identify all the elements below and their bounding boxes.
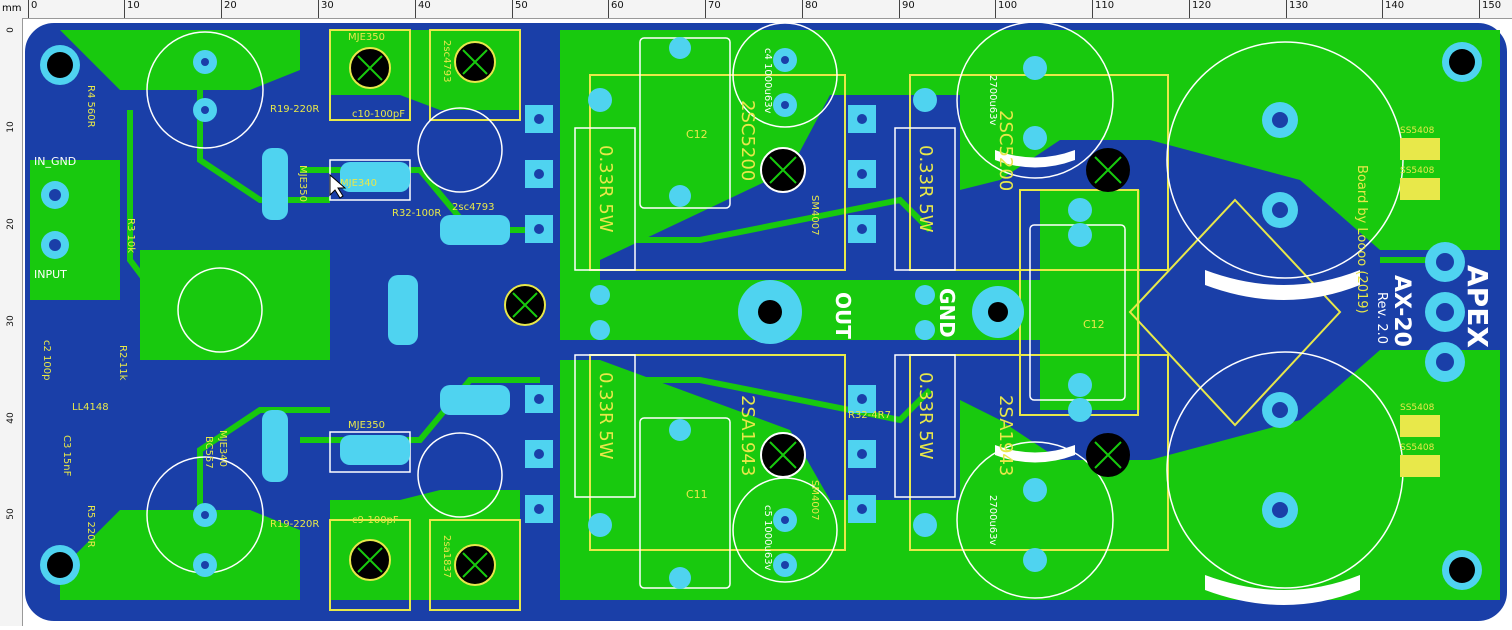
model-label: AX-20: [1389, 275, 1414, 347]
ruler-tick: 140: [1382, 0, 1404, 18]
transistor-label: 2SC5200: [995, 110, 1016, 191]
out-terminal-label: OUT: [831, 292, 855, 339]
resistor-label: R2-11k: [117, 345, 128, 381]
transistor-label: 2SA1943: [995, 395, 1016, 476]
ruler-tick: 10: [124, 0, 140, 18]
ruler-tick: 60: [608, 0, 624, 18]
resistor-label: 0.33R 5W: [595, 145, 616, 233]
brand-label: APEX: [1461, 265, 1494, 348]
gnd-terminal-label: GND: [935, 288, 959, 338]
top-ruler: mm 0 10 20 30 40 50 60 70 80 90 100 110 …: [0, 0, 1512, 19]
left-ruler: 0 10 20 30 40 50: [0, 18, 23, 626]
capacitor-label: c9-100pF: [352, 515, 399, 526]
ruler-tick: 70: [705, 0, 721, 18]
transistor-label: 2sa1837: [441, 535, 452, 578]
in-gnd-label: IN_GND: [34, 155, 76, 168]
transistor-label: 2SC5200: [737, 100, 758, 181]
ruler-tick: 130: [1286, 0, 1308, 18]
ruler-unit-label: mm: [2, 3, 22, 14]
diode-label: SS5408: [1400, 166, 1435, 176]
capacitor-label: 2700u63v: [987, 495, 998, 546]
ruler-tick: 30: [318, 0, 334, 18]
resistor-label: R32-100R: [392, 208, 441, 219]
transistor-label: MJE350: [348, 32, 385, 43]
resistor-label: R32-4R7: [848, 410, 891, 421]
resistor-label: R5 220R: [85, 505, 96, 548]
ruler-tick: 10: [6, 121, 16, 133]
ruler-tick: 150: [1479, 0, 1501, 18]
credit-label: Board by Loooo (2019): [1354, 165, 1369, 314]
mouse-cursor-icon: [329, 173, 347, 199]
ruler-tick: 0: [6, 27, 16, 33]
capacitor-label: c4 1000u63v: [762, 48, 773, 114]
input-label: INPUT: [34, 268, 67, 281]
resistor-label: R4 560R: [85, 85, 96, 128]
diode-label: SS5408: [1400, 126, 1435, 136]
ruler-tick: 0: [28, 0, 37, 18]
ruler-tick: 50: [6, 508, 16, 520]
ruler-tick: 40: [6, 412, 16, 424]
ruler-tick: 20: [221, 0, 237, 18]
transistor-pad-holes: [534, 114, 867, 514]
transistor-label: MJE350: [297, 165, 308, 202]
ruler-tick: 50: [512, 0, 528, 18]
resistor-label: R3 10k: [125, 218, 136, 253]
ruler-tick: 30: [6, 315, 16, 327]
diode-label: SM4007: [809, 480, 820, 520]
transistor-label: 2SA1943: [737, 395, 758, 476]
pcb-board-view[interactable]: APEX AX-20 Rev. 2.0 OUT GND IN_GND INPUT…: [22, 18, 1512, 626]
capacitor-value-labels: 2700u63v 2700u63v c4 1000u63v c5 1000u63…: [762, 48, 998, 571]
transistor-label: BC557: [203, 436, 214, 469]
ruler-tick: 120: [1189, 0, 1211, 18]
silkscreen-labels: Board by Loooo (2019) 0.33R 5W 0.33R 5W …: [41, 32, 1435, 578]
capacitor-label: 2700u63v: [987, 75, 998, 126]
capacitor-label: c10-100pF: [352, 109, 405, 120]
ruler-tick: 20: [6, 218, 16, 230]
cap-polarity-marks: [995, 150, 1360, 605]
heatsink-holes: [349, 41, 1130, 586]
capacitor-label: C12: [686, 128, 708, 141]
resistor-label: 0.33R 5W: [595, 372, 616, 460]
ruler-tick: 90: [899, 0, 915, 18]
transistor-label: 2sc4793: [452, 202, 495, 213]
resistor-label: R19-220R: [270, 104, 319, 115]
diode-label: LL4148: [72, 402, 109, 413]
component-outlines: [146, 21, 1404, 599]
transistor-label: MJE350: [348, 420, 385, 431]
diode-label: SM4007: [809, 195, 820, 235]
smd-diodes: [1400, 138, 1440, 477]
board-labels: APEX AX-20 Rev. 2.0 OUT GND IN_GND INPUT: [34, 155, 1494, 348]
diode-label: SS5408: [1400, 443, 1435, 453]
pcb-layout-canvas[interactable]: APEX AX-20 Rev. 2.0 OUT GND IN_GND INPUT…: [22, 18, 1512, 626]
ruler-tick: 80: [802, 0, 818, 18]
diode-label: SS5408: [1400, 403, 1435, 413]
component-pads: [41, 37, 1465, 589]
capacitor-label: C11: [686, 488, 708, 501]
capacitor-label: c2 100p: [41, 340, 52, 380]
ruler-tick: 110: [1092, 0, 1114, 18]
transistor-label: MJE340: [217, 430, 228, 467]
transistor-label: 2sc4793: [441, 40, 452, 83]
resistor-label: 0.33R 5W: [915, 145, 936, 233]
mounting-holes: [40, 42, 1482, 590]
resistor-label: R19-220R: [270, 519, 319, 530]
capacitor-label: c5 1000u63v: [762, 505, 773, 571]
revision-label: Rev. 2.0: [1374, 292, 1389, 344]
ruler-tick: 40: [415, 0, 431, 18]
ruler-tick: 100: [995, 0, 1017, 18]
capacitor-label: C3 15nF: [61, 435, 72, 477]
transistor-label: MJE340: [340, 178, 377, 189]
capacitor-label: C12: [1083, 318, 1105, 331]
resistor-label: 0.33R 5W: [915, 372, 936, 460]
